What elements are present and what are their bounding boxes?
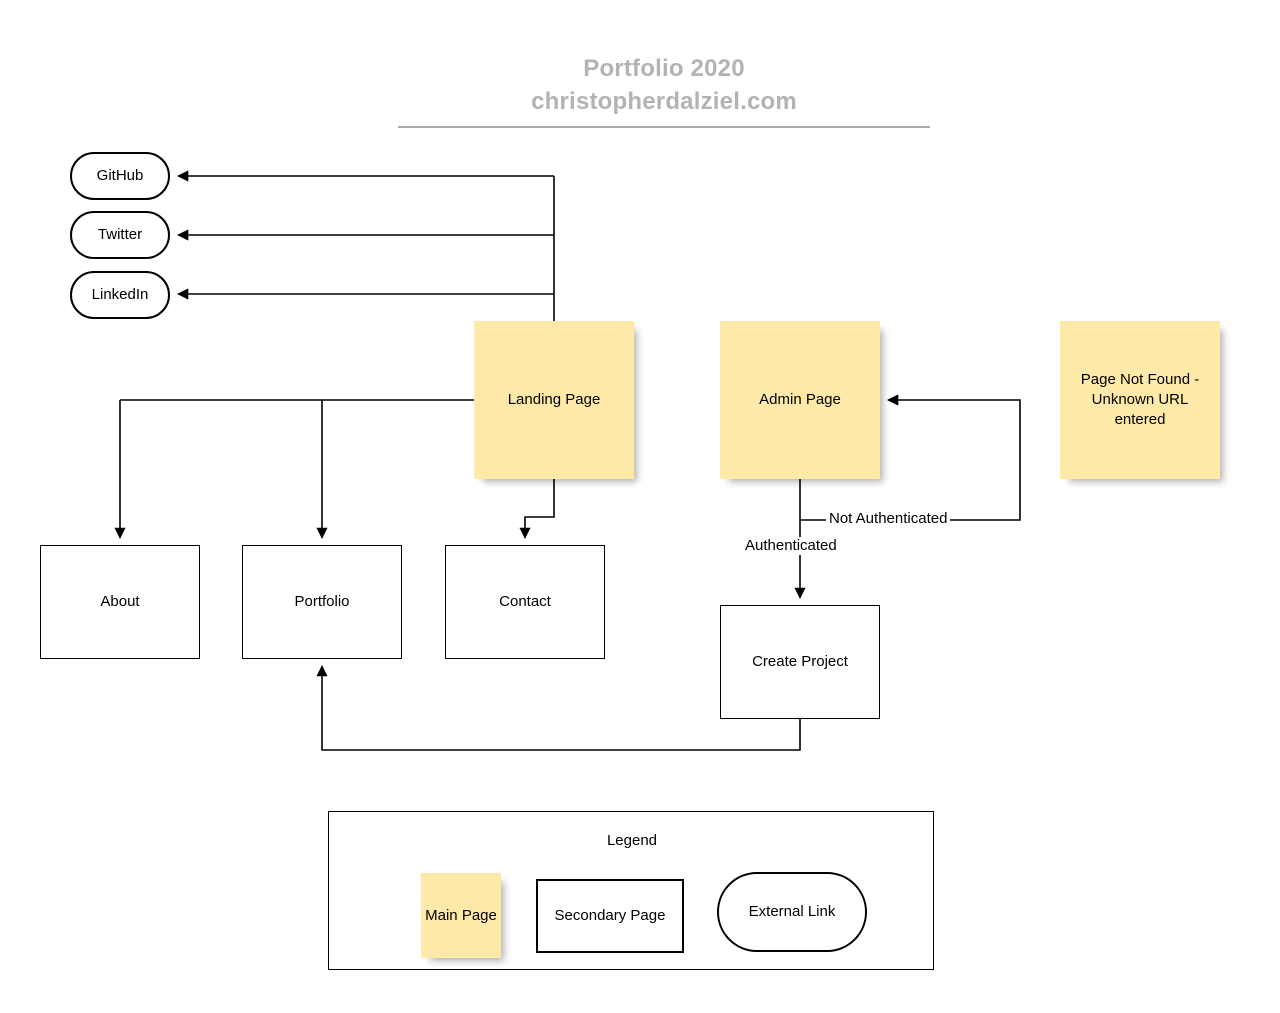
node-github[interactable]: GitHub <box>70 152 170 200</box>
page-title: Portfolio 2020 christopherdalziel.com <box>398 52 930 118</box>
node-label: GitHub <box>96 167 144 184</box>
legend-sample-main-page: Main Page <box>421 873 501 958</box>
edge-landing-to-contact <box>519 479 555 539</box>
node-label: Create Project <box>752 653 848 670</box>
node-label: Admin Page <box>759 391 841 408</box>
node-label: Page Not Found - Unknown URL entered <box>1080 371 1200 428</box>
node-label: Portfolio <box>294 593 350 610</box>
legend-title: Legend <box>606 832 658 849</box>
title-divider <box>398 126 930 128</box>
node-label: LinkedIn <box>91 286 149 303</box>
node-label: Landing Page <box>507 391 601 408</box>
node-twitter[interactable]: Twitter <box>70 211 170 259</box>
title-line-2: christopherdalziel.com <box>531 88 797 115</box>
legend-sample-label: Secondary Page <box>554 907 666 924</box>
node-portfolio[interactable]: Portfolio <box>242 545 402 659</box>
node-linkedin[interactable]: LinkedIn <box>70 271 170 319</box>
node-page-not-found[interactable]: Page Not Found - Unknown URL entered <box>1060 321 1220 479</box>
edge-label-authenticated: Authenticated <box>742 537 840 555</box>
title-line-1: Portfolio 2020 <box>583 55 745 82</box>
legend-sample-external-link: External Link <box>717 872 867 952</box>
legend-sample-secondary-page: Secondary Page <box>536 879 684 953</box>
node-label: About <box>100 593 140 610</box>
node-label: Contact <box>499 593 551 610</box>
edge-label-not-authenticated: Not Authenticated <box>826 510 951 528</box>
legend-sample-label: External Link <box>748 903 836 920</box>
node-create-project[interactable]: Create Project <box>720 605 880 719</box>
legend-sample-label: Main Page <box>425 906 497 924</box>
node-about[interactable]: About <box>40 545 200 659</box>
node-landing-page[interactable]: Landing Page <box>474 321 634 479</box>
legend-items: Main Page Secondary Page External Link <box>329 812 935 971</box>
node-contact[interactable]: Contact <box>445 545 605 659</box>
node-label: Twitter <box>97 226 143 243</box>
legend: Legend Main Page Secondary Page External… <box>328 811 934 970</box>
node-admin-page[interactable]: Admin Page <box>720 321 880 479</box>
edge-create-project-to-portfolio <box>316 665 801 751</box>
